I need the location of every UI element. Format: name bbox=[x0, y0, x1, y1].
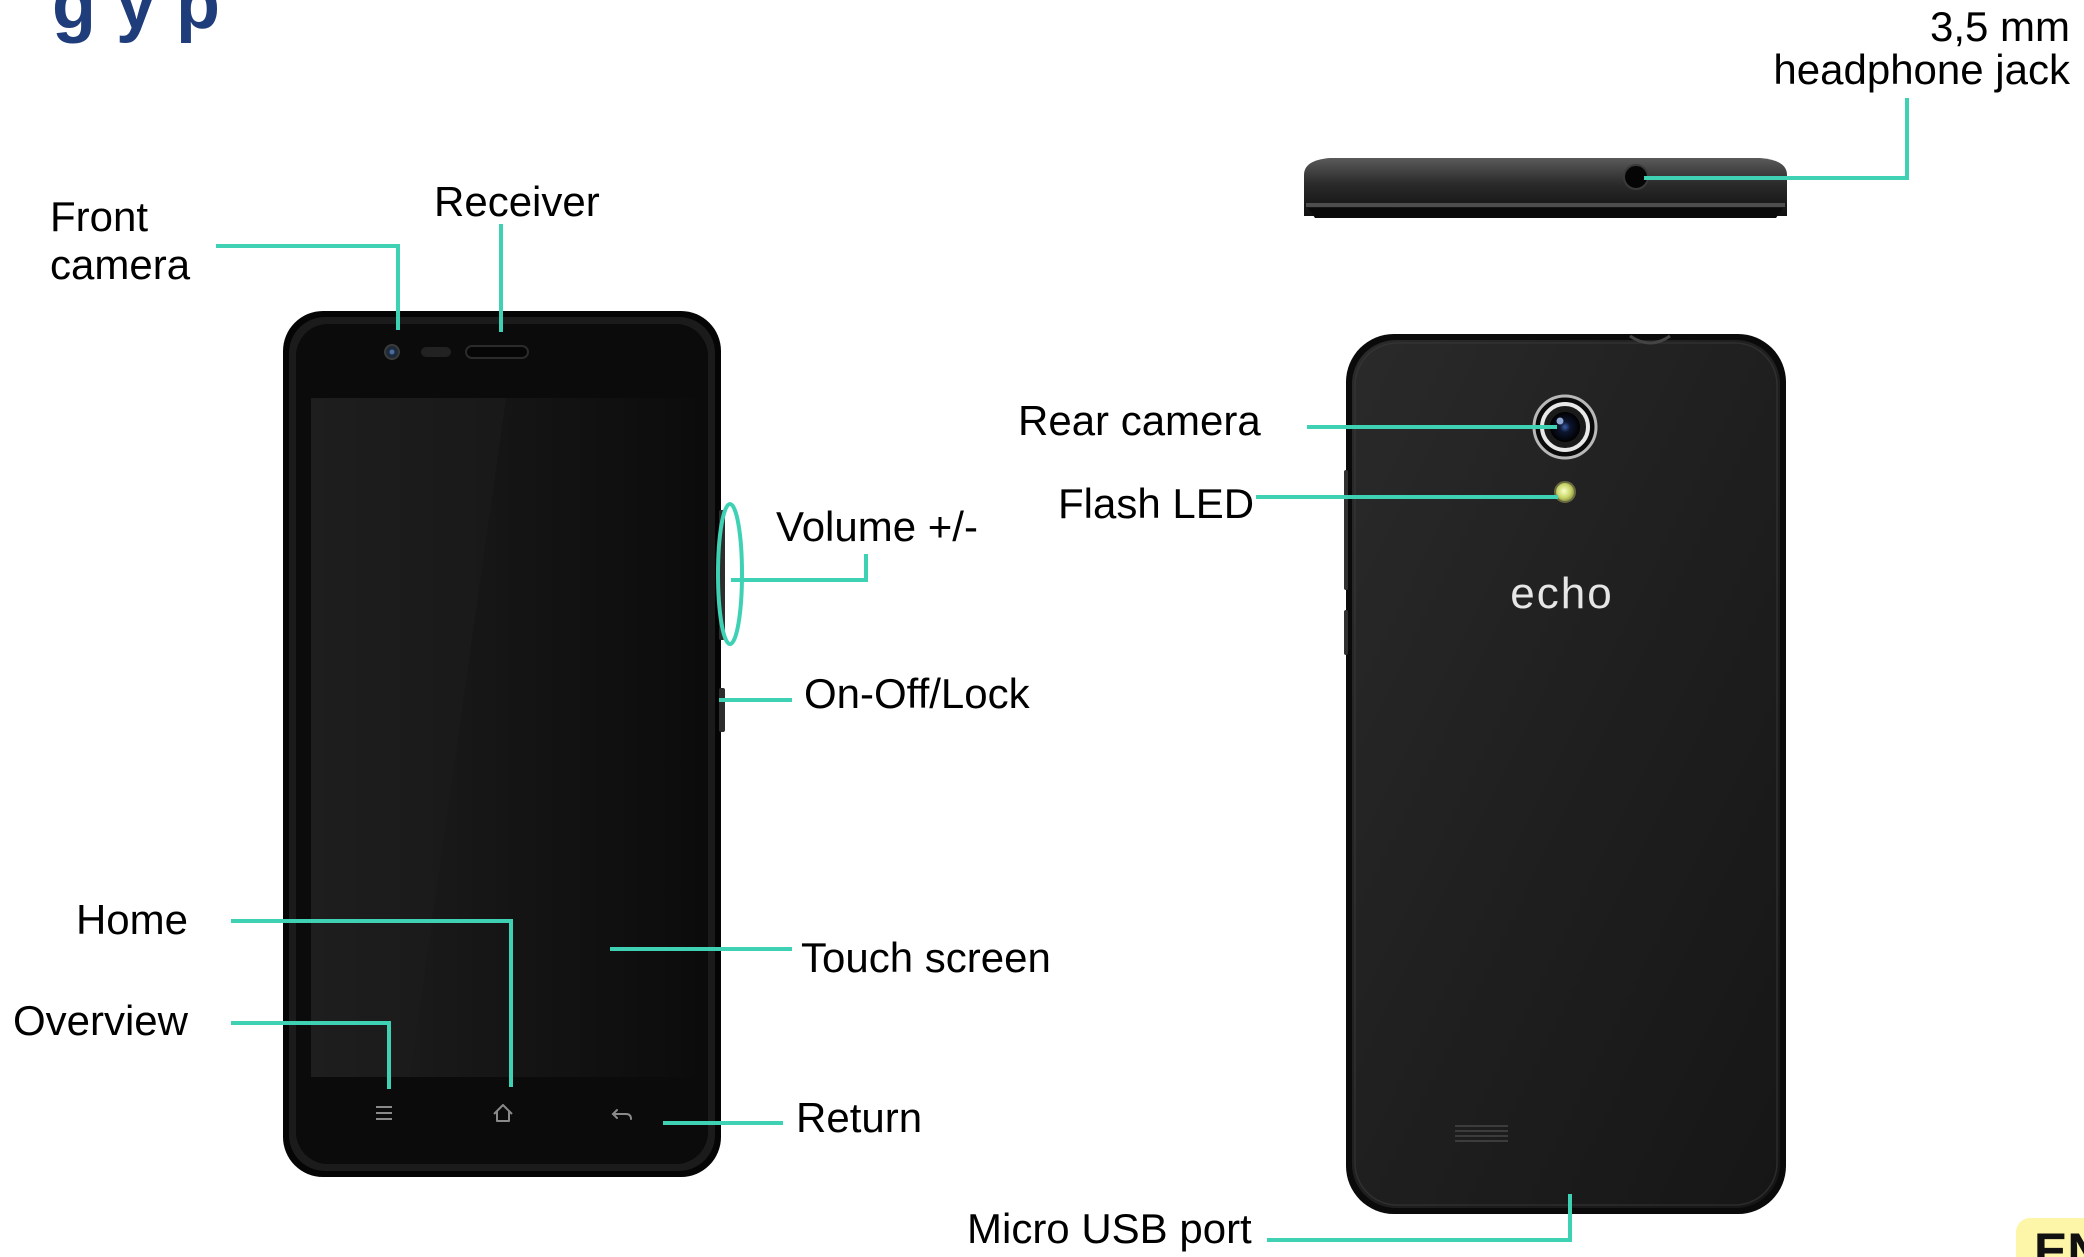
language-badge: EN bbox=[2016, 1218, 2084, 1257]
label-home: Home bbox=[76, 896, 188, 943]
label-on-off-lock: On-Off/Lock bbox=[804, 670, 1031, 717]
leader-headphone-jack bbox=[1644, 98, 1909, 180]
leader-volume bbox=[731, 554, 868, 582]
label-volume: Volume +/- bbox=[776, 503, 978, 550]
speaker-grille bbox=[1455, 1125, 1508, 1142]
home-icon[interactable] bbox=[493, 1104, 513, 1122]
power-button[interactable] bbox=[719, 688, 725, 732]
phone-top-edge bbox=[1304, 158, 1787, 218]
page-title: g y p bbox=[52, 0, 220, 44]
svg-text:EN: EN bbox=[2034, 1223, 2084, 1257]
svg-text:echo: echo bbox=[1510, 569, 1613, 618]
label-flash-led: Flash LED bbox=[1058, 480, 1254, 527]
label-overview: Overview bbox=[13, 997, 189, 1044]
phone-back: echo bbox=[1344, 334, 1786, 1214]
label-headphone-jack: 3,5 mm bbox=[1930, 3, 2070, 50]
leader-front-camera bbox=[216, 244, 400, 330]
flash-led bbox=[1554, 481, 1576, 503]
proximity-sensor bbox=[421, 347, 451, 357]
receiver-grille bbox=[465, 345, 529, 359]
leader-overview bbox=[231, 1021, 391, 1089]
return-icon[interactable] bbox=[611, 1109, 632, 1120]
label-return: Return bbox=[796, 1094, 922, 1141]
leader-home bbox=[231, 919, 513, 1087]
label-rear-camera: Rear camera bbox=[1018, 397, 1261, 444]
label-front-camera-line2: camera bbox=[50, 241, 191, 288]
leader-lines bbox=[216, 98, 1909, 1242]
label-receiver: Receiver bbox=[434, 178, 600, 225]
overview-icon[interactable] bbox=[376, 1106, 392, 1120]
phone-front bbox=[283, 311, 725, 1177]
brand-logo: echo bbox=[1510, 569, 1613, 618]
leader-micro-usb bbox=[1267, 1194, 1572, 1242]
callout-labels: Front camera Receiver Volume +/- On-Off/… bbox=[13, 3, 2071, 1252]
label-front-camera: Front bbox=[50, 193, 148, 240]
label-headphone-jack-line2: headphone jack bbox=[1773, 46, 2071, 93]
label-micro-usb: Micro USB port bbox=[967, 1205, 1252, 1252]
leader-volume-ring bbox=[716, 502, 744, 646]
label-touch-screen: Touch screen bbox=[801, 934, 1051, 981]
